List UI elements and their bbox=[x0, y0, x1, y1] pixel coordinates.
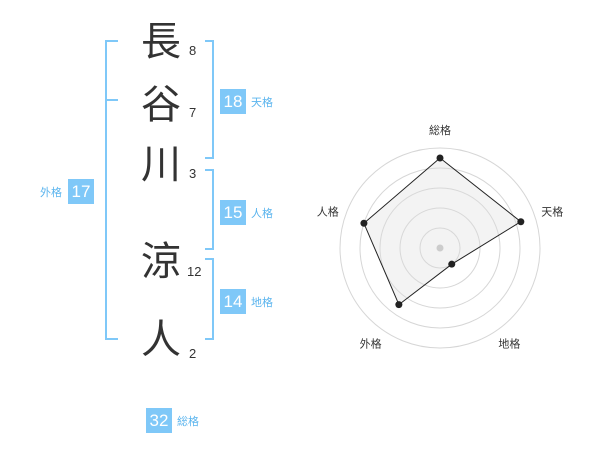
radar-point-1 bbox=[436, 154, 444, 162]
jinkaku-bracket bbox=[205, 169, 214, 250]
radar-point-5 bbox=[360, 219, 368, 227]
stroke-count-1: 8 bbox=[189, 43, 197, 58]
stroke-count-4: 12 bbox=[187, 264, 202, 279]
stroke-count-3: 3 bbox=[189, 166, 197, 181]
chikaku-label: 地格 bbox=[251, 295, 273, 309]
name-char-5: 人 bbox=[141, 317, 181, 363]
gaikaku-label: 外格 bbox=[40, 185, 62, 199]
radar-axis-label-2: 天格 bbox=[541, 205, 563, 219]
radar-center-dot bbox=[436, 244, 444, 252]
name-char-1: 長 bbox=[141, 19, 181, 65]
radar-point-4 bbox=[395, 301, 403, 309]
gaikaku-bracket bbox=[105, 40, 118, 340]
name-char-4: 涼 bbox=[141, 239, 181, 285]
name-char-2: 谷 bbox=[141, 82, 181, 128]
radar-point-3 bbox=[448, 260, 456, 268]
soukaku-label: 総格 bbox=[177, 414, 199, 428]
tenkaku-bracket bbox=[205, 40, 214, 159]
gaikaku-badge: 外格 17 bbox=[40, 179, 94, 204]
jinkaku-value: 15 bbox=[220, 200, 246, 225]
radar-axis-label-1: 総格 bbox=[429, 123, 451, 137]
jinkaku-badge: 15 人格 bbox=[220, 200, 273, 225]
name-char-3: 川 bbox=[141, 142, 181, 188]
soukaku-value: 32 bbox=[146, 408, 172, 433]
radar-ring-2 bbox=[399, 207, 481, 289]
radar-axis-label-4: 外格 bbox=[360, 336, 382, 350]
radar-axis-label-5: 人格 bbox=[317, 205, 339, 219]
soukaku-badge: 32 総格 bbox=[146, 408, 199, 433]
jinkaku-label: 人格 bbox=[251, 206, 273, 220]
radar-ring-3 bbox=[379, 187, 501, 309]
tenkaku-value: 18 bbox=[220, 89, 246, 114]
radar-ring-4 bbox=[359, 167, 521, 329]
radar-points bbox=[360, 154, 525, 309]
radar-axis-label-3: 地格 bbox=[498, 336, 520, 350]
radar-point-2 bbox=[517, 218, 525, 226]
tenkaku-badge: 18 天格 bbox=[220, 89, 273, 114]
chikaku-bracket bbox=[205, 258, 214, 340]
radar-polygon bbox=[363, 157, 522, 306]
radar-ring-1 bbox=[419, 227, 461, 269]
tenkaku-label: 天格 bbox=[251, 95, 273, 109]
stroke-count-2: 7 bbox=[189, 105, 197, 120]
gaikaku-value: 17 bbox=[68, 179, 94, 204]
stroke-count-5: 2 bbox=[189, 346, 197, 361]
chikaku-value: 14 bbox=[220, 289, 246, 314]
chikaku-badge: 14 地格 bbox=[220, 289, 273, 314]
